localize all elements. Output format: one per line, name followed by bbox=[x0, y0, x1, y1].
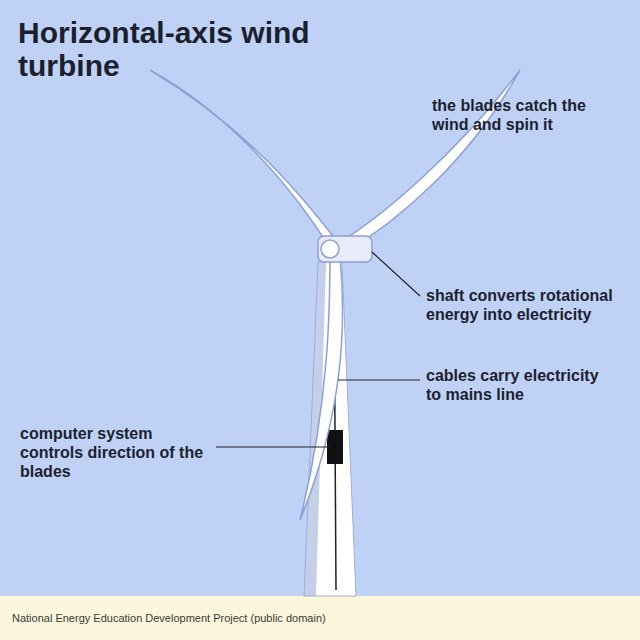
leader-line bbox=[338, 379, 420, 380]
callout-label: computer system controls direction of th… bbox=[20, 424, 210, 482]
callout-label: cables carry electricity to mains line bbox=[426, 366, 616, 404]
credit-strip bbox=[0, 596, 640, 640]
callout-label: the blades catch the wind and spin it bbox=[432, 96, 622, 134]
blade bbox=[300, 252, 343, 520]
title: Horizontal-axis wind turbine bbox=[18, 16, 318, 82]
blade bbox=[150, 70, 336, 248]
callout-label: shaft converts rotational energy into el… bbox=[426, 286, 616, 324]
leader-line bbox=[216, 446, 330, 447]
hub bbox=[321, 240, 339, 258]
nacelle bbox=[318, 236, 372, 262]
leader-line bbox=[372, 252, 420, 296]
source-credit: National Energy Education Development Pr… bbox=[12, 612, 612, 624]
